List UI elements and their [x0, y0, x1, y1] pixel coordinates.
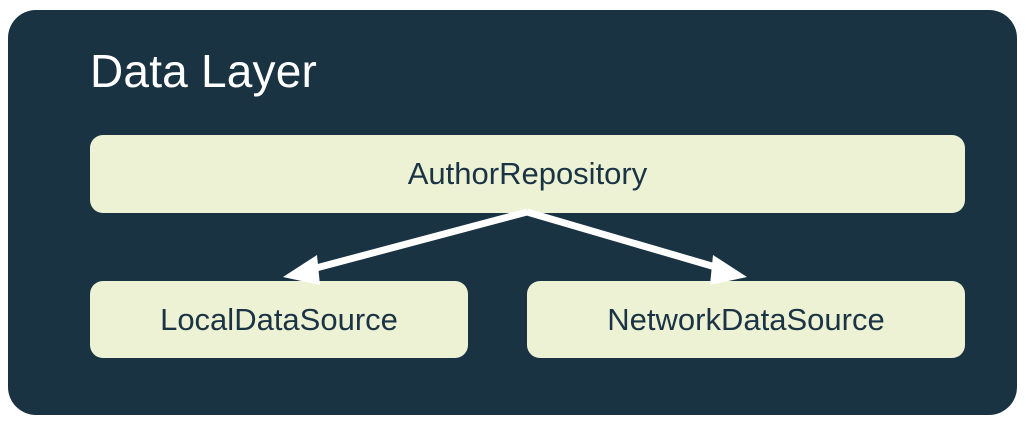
layer-title: Data Layer: [90, 45, 318, 97]
node-local-data-source-label: LocalDataSource: [160, 301, 398, 337]
node-author-repository-label: AuthorRepository: [407, 156, 648, 191]
node-network-data-source-label: NetworkDataSource: [607, 301, 885, 337]
node-author-repository[interactable]: AuthorRepository: [90, 135, 965, 213]
node-network-data-source[interactable]: NetworkDataSource: [527, 281, 965, 358]
node-local-data-source[interactable]: LocalDataSource: [90, 281, 468, 358]
